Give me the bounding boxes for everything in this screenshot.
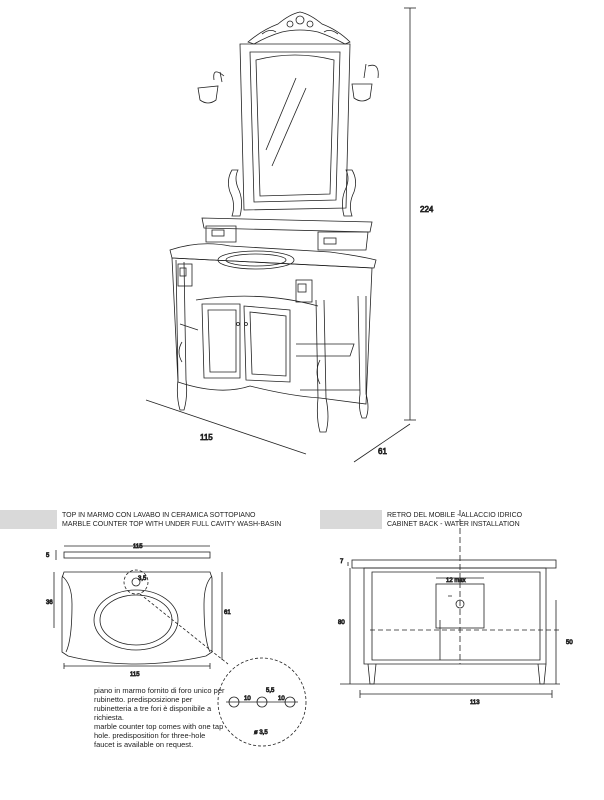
back-section-header-bar — [320, 510, 382, 529]
counter-top-plan — [53, 545, 307, 747]
note-english: marble counter top comes with one tap ho… — [94, 722, 224, 749]
height-dim-label: 224 — [420, 205, 434, 214]
top-depth-left-label: 36 — [46, 600, 53, 606]
left-wall-lamp — [197, 71, 225, 104]
width-dim-label: 115 — [200, 433, 213, 442]
detail-dim-55: 5,5 — [266, 688, 275, 694]
detail-dim-10b: 10 — [278, 696, 285, 702]
back-section-caption: RETRO DEL MOBILE - ALLACCIO IDRICO CABIN… — [387, 511, 522, 529]
top-section-header-bar — [0, 510, 57, 529]
cabinet-back-elevation — [340, 510, 560, 698]
back-caption-line2: CABINET BACK - WATER INSTALLATION — [387, 521, 520, 528]
back-top-thickness-label: 7 — [340, 559, 344, 565]
top-caption-line1: TOP IN MARMO CON LAVABO IN CERAMICA SOTT… — [62, 512, 256, 519]
counter-top — [169, 243, 377, 270]
depth-dimension — [353, 423, 411, 463]
mirror-frame — [239, 43, 351, 211]
back-width-label: 113 — [470, 700, 480, 706]
hole-dim-label: 3,5 — [138, 576, 147, 582]
top-width-label: 115 — [133, 544, 143, 550]
top-depth-right-label: 61 — [224, 610, 231, 616]
cabinet-body — [171, 257, 373, 433]
back-water-height-label: 50 — [566, 640, 573, 646]
depth-dim-label: 61 — [378, 447, 387, 456]
back-height-label: 80 — [338, 620, 345, 626]
top-thickness-label: 5 — [46, 553, 50, 559]
top-caption-line2: MARBLE COUNTER TOP WITH UNDER FULL CAVIT… — [62, 521, 282, 528]
back-max-label: 12 max — [446, 578, 466, 584]
back-caption-line1: RETRO DEL MOBILE - ALLACCIO IDRICO — [387, 512, 523, 519]
top-bottom-width-label: 115 — [130, 672, 140, 678]
width-dimension — [145, 399, 307, 455]
upper-shelf — [201, 217, 373, 251]
mirror-left-scroll — [228, 169, 242, 217]
mirror-crown-ornament — [247, 11, 351, 45]
top-section-caption: TOP IN MARMO CON LAVABO IN CERAMICA SOTT… — [62, 511, 281, 529]
note-italian: piano in marmo fornito di foro unico per… — [94, 686, 225, 722]
mirror-right-scroll — [342, 169, 356, 217]
detail-dim-10a: 10 — [244, 696, 251, 702]
right-wall-lamp — [351, 63, 379, 102]
vanity-perspective-drawing — [145, 7, 416, 463]
height-dimension — [404, 7, 416, 421]
detail-dim-diam: ø 3,5 — [254, 730, 268, 736]
